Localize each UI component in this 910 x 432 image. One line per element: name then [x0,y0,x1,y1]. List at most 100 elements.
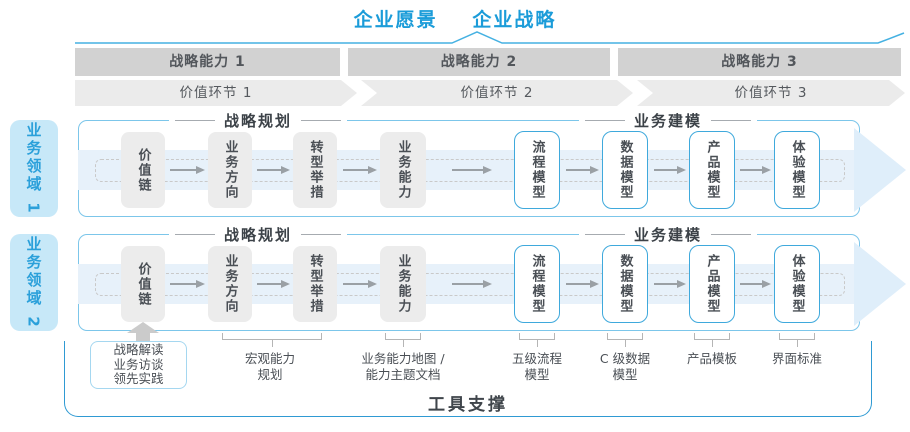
value-chain-box-row1: 价值链 [121,132,165,208]
flow-arrow-icon [257,279,290,288]
value-link-2-chevron: 价值环节 2 [361,80,633,106]
experience-model-box-row1: 体验模型 [774,131,820,209]
domain-1-flow-arrowhead-icon [854,128,906,212]
annotation-product-template: 产品模板 [687,351,737,367]
page-title: 企业愿景 企业战略 [0,5,910,32]
annotation-line: 界面标准 [771,351,823,366]
process-model-box-row1: 流程模型 [514,131,560,209]
transformation-initiatives-box-row1: 转型举措 [293,132,337,208]
bracket-data-model [607,333,643,347]
transformation-initiatives-box-row2: 转型举措 [293,246,337,322]
flow-arrow-icon [257,165,290,174]
value-chain-text: 价值链 [135,147,151,193]
domain-1-modeling-section-title: 业务建模 [578,111,758,130]
flow-arrow-icon [740,165,771,174]
dash-left-icon [174,119,215,121]
enterprise-vision-title: 企业愿景 [353,9,438,31]
flow-arrow-icon [654,279,686,288]
annotation-capability-map: 业务能力地图 / 能力主题文档 [361,351,444,383]
flow-arrow-icon [343,165,377,174]
process-model-text: 流程模型 [529,254,545,314]
annotation-line: C 级数据 [599,351,651,366]
business-domain-2-label: 业务领域 2 [10,234,58,331]
annotation-line: 模型 [524,367,550,382]
product-model-box-row2: 产品模型 [689,245,735,323]
business-direction-box-row1: 业务方向 [208,132,252,208]
domain-2-modeling-section-title: 业务建模 [578,225,758,244]
data-model-text: 数据模型 [617,140,633,200]
bracket-macro-capability [222,333,322,347]
annotation-line: 能力主题文档 [365,367,441,382]
tool-support-container [64,341,872,417]
leading-practice-text: 领先实践 [113,371,164,387]
bracket-capability-map [385,333,421,347]
modeling-title-text: 业务建模 [633,225,703,244]
domain-2-dashed-track [95,273,845,296]
data-model-box-row2: 数据模型 [602,245,648,323]
strategic-capability-1-bar: 战略能力 1 [75,48,340,76]
annotation-line: 五级流程 [511,351,563,366]
business-capability-box-row1: 业务能力 [380,132,426,208]
annotation-macro-capability: 宏观能力 规划 [245,351,295,383]
annotation-line: 业务能力地图 / [361,351,445,366]
domain-2-planning-section-title: 战略规划 [168,225,348,244]
domain-1-planning-section-title: 战略规划 [168,111,348,130]
up-arrow-icon [127,322,159,333]
up-arrow-stem [136,332,150,341]
flow-arrow-icon [170,165,205,174]
enterprise-strategy-title: 企业战略 [472,9,557,31]
transformation-initiatives-text: 转型举措 [307,140,323,200]
business-direction-box-row2: 业务方向 [208,246,252,322]
planning-title-text: 战略规划 [223,225,293,244]
value-chain-text: 价值链 [135,261,151,307]
annotation-line: 模型 [612,367,638,382]
flow-arrow-icon [170,279,205,288]
tool-support-label: 工具支撑 [428,395,508,415]
experience-model-box-row2: 体验模型 [774,245,820,323]
flow-arrow-icon [343,279,377,288]
value-link-3-chevron: 价值环节 3 [637,80,905,106]
business-domain-1-label: 业务领域 1 [10,120,58,217]
business-domain-1-text: 业务领域 1 [24,121,43,216]
domain-1-dashed-track [95,159,845,182]
flow-arrow-icon [740,279,771,288]
annotation-line: 产品模板 [686,351,738,366]
data-model-box-row1: 数据模型 [602,131,648,209]
flow-arrow-icon [566,165,599,174]
business-direction-text: 业务方向 [222,140,238,200]
strategy-interpretation-text: 战略解读 [113,342,164,358]
dash-right-icon [711,119,752,121]
business-capability-text: 业务能力 [395,254,411,314]
annotation-process-model: 五级流程 模型 [512,351,562,383]
bracket-product-template [694,333,730,347]
process-model-box-row2: 流程模型 [514,245,560,323]
dash-left-icon [584,119,625,121]
flow-arrow-icon [566,279,599,288]
business-domain-2-text: 业务领域 2 [24,235,43,330]
value-link-1-chevron: 价值环节 1 [75,80,357,106]
annotation-data-model: C 级数据 模型 [600,351,650,383]
data-model-text: 数据模型 [617,254,633,314]
dash-left-icon [174,233,215,235]
header-underline [75,31,905,44]
bracket-ui-standard [779,333,815,347]
annotation-ui-standard: 界面标准 [772,351,822,367]
dash-right-icon [301,119,342,121]
domain-2-flow-arrowhead-icon [854,242,906,326]
dash-right-icon [711,233,752,235]
experience-model-text: 体验模型 [789,254,805,314]
product-model-box-row1: 产品模型 [689,131,735,209]
strategy-inputs-box: 战略解读 业务访谈 领先实践 [90,341,187,389]
annotation-line: 规划 [257,367,283,382]
business-capability-box-row2: 业务能力 [380,246,426,322]
annotation-line: 宏观能力 [244,351,296,366]
experience-model-text: 体验模型 [789,140,805,200]
dash-left-icon [584,233,625,235]
value-chain-box-row2: 价值链 [121,246,165,322]
planning-title-text: 战略规划 [223,111,293,130]
product-model-text: 产品模型 [704,140,720,200]
transformation-initiatives-text: 转型举措 [307,254,323,314]
business-capability-text: 业务能力 [395,140,411,200]
strategic-capability-2-bar: 战略能力 2 [348,48,610,76]
